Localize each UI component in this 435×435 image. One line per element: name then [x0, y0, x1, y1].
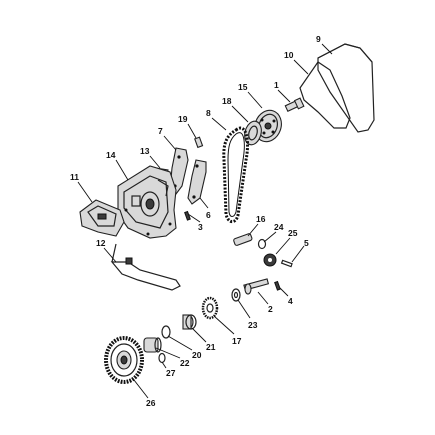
callout-7: 7: [158, 126, 163, 136]
callout-21: 21: [206, 342, 216, 352]
callout-10: 10: [284, 50, 294, 60]
callout-15: 15: [238, 82, 248, 92]
callout-1: 1: [274, 80, 279, 90]
callout-27: 27: [166, 368, 176, 378]
gear-washer: [158, 352, 166, 364]
large-gear: [104, 336, 144, 384]
small-bolt: [274, 280, 281, 291]
callout-16: 16: [256, 214, 266, 224]
shaft: [243, 278, 270, 295]
cover-plate: [79, 199, 125, 237]
washer: [231, 288, 241, 302]
callout-26: 26: [146, 398, 156, 408]
callout-12: 12: [96, 238, 106, 248]
callout-4: 4: [288, 296, 293, 306]
guide-pin: [194, 136, 204, 149]
cover-gasket: [299, 61, 351, 129]
callout-25: 25: [288, 228, 298, 238]
spacer: [182, 314, 197, 330]
callout-14: 14: [106, 150, 116, 160]
timing-chain: [222, 126, 250, 224]
tensioner-arm: [187, 159, 207, 205]
callout-2: 2: [268, 304, 273, 314]
screw: [184, 210, 191, 221]
callout-23: 23: [248, 320, 258, 330]
front-cover: [117, 165, 177, 239]
timing-cover: [317, 43, 375, 133]
spring-pin: [280, 259, 293, 268]
callout-20: 20: [192, 350, 202, 360]
callout-17: 17: [232, 336, 242, 346]
callout-8: 8: [206, 108, 211, 118]
callout-22: 22: [180, 358, 190, 368]
dowel-pin: [233, 233, 253, 246]
o-ring: [257, 238, 267, 250]
callout-18: 18: [222, 96, 232, 106]
chain-guide: [169, 147, 189, 195]
callout-19: 19: [178, 114, 188, 124]
callout-6: 6: [206, 210, 211, 220]
seal-ring: [161, 325, 171, 339]
callout-5: 5: [304, 238, 309, 248]
callout-24: 24: [274, 222, 284, 232]
callout-9: 9: [316, 34, 321, 44]
small-gear: [263, 253, 277, 267]
pulley-bolt: [284, 97, 305, 112]
callout-3: 3: [198, 222, 203, 232]
leader-lines: [77, 43, 333, 399]
callout-11: 11: [70, 172, 79, 182]
callout-13: 13: [140, 146, 150, 156]
cam-sprocket: [244, 120, 262, 146]
crank-sprocket: [201, 296, 219, 320]
mounting-bracket: [110, 243, 181, 291]
bushing: [143, 337, 162, 353]
callout-labels: 9 10 1 15 18 8 19 7 13 14 11 12 6 3 16 2…: [70, 34, 321, 408]
